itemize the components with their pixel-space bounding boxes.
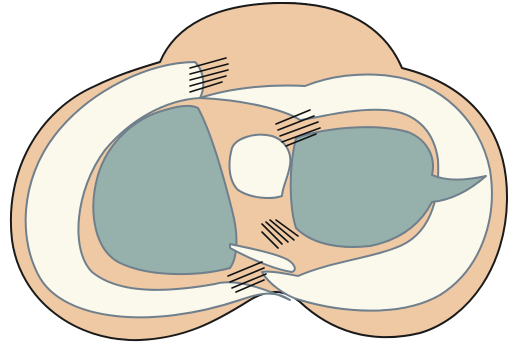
central-notch-opening [230, 135, 291, 198]
